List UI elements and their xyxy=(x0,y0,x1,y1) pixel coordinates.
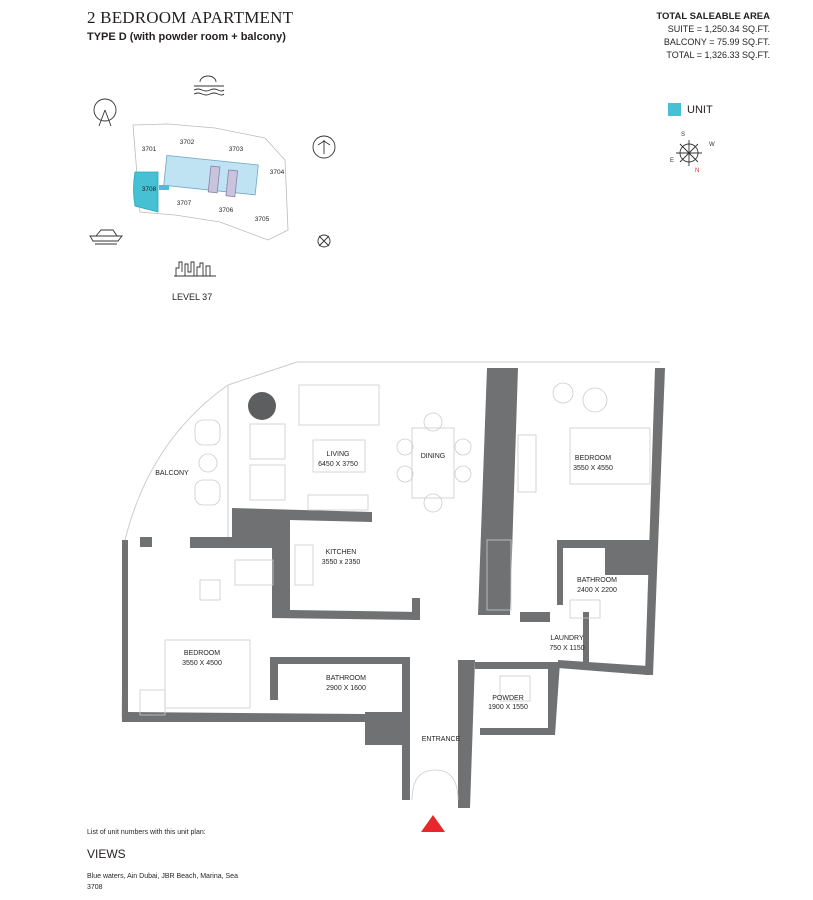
room-bathroom-2-dim: 2400 X 2200 xyxy=(577,587,617,594)
compass-rose-icon xyxy=(676,140,702,166)
yacht-icon xyxy=(89,229,123,245)
room-bedroom-2: BEDROOM xyxy=(575,455,611,462)
room-living-dim: 6450 X 3750 xyxy=(318,461,358,468)
saleable-area: TOTAL SALEABLE AREA SUITE = 1,250.34 SQ.… xyxy=(656,10,770,62)
ferris-wheel-icon xyxy=(93,98,117,127)
compass-n: S xyxy=(681,132,685,138)
glazing xyxy=(121,361,660,719)
compass-e: W xyxy=(709,142,715,148)
unit-3708-highlight xyxy=(133,171,159,213)
room-dining: DINING xyxy=(421,453,446,460)
level-label: LEVEL 37 xyxy=(172,292,213,302)
room-living: LIVING xyxy=(327,451,350,458)
unit-numbers: 3708 xyxy=(87,884,103,891)
key-plan xyxy=(132,123,289,241)
compass-w: E xyxy=(670,158,674,164)
room-kitchen: KITCHEN xyxy=(326,549,357,556)
unit-3701: 3701 xyxy=(142,146,157,153)
room-powder-dim: 1900 X 1550 xyxy=(488,704,528,711)
room-entrance: ENTRANCE xyxy=(422,736,461,743)
room-laundry-dim: 750 X 1150 xyxy=(549,645,584,652)
views-heading: VIEWS xyxy=(87,847,126,861)
room-bedroom-2-dim: 3550 X 4550 xyxy=(573,465,613,472)
area-heading: TOTAL SALEABLE AREA xyxy=(656,11,770,22)
skyline-icon xyxy=(174,261,216,277)
unit-3704: 3704 xyxy=(270,169,285,176)
room-kitchen-dim: 3550 x 2350 xyxy=(322,559,361,566)
room-bedroom-1: BEDROOM xyxy=(184,650,220,657)
page-subtitle: TYPE D (with powder room + balcony) xyxy=(87,31,286,43)
entrance-marker-icon xyxy=(421,815,445,832)
compass-s: N xyxy=(695,168,699,174)
unit-swatch xyxy=(668,103,681,116)
unit-3707: 3707 xyxy=(177,200,192,207)
views-text: Blue waters, Ain Dubai, JBR Beach, Marin… xyxy=(87,873,238,880)
compass-small-icon xyxy=(317,234,331,248)
unit-3708: 3708 xyxy=(142,186,157,193)
floor-plan xyxy=(121,361,665,808)
room-balcony: BALCONY xyxy=(155,470,189,477)
views-list: Blue waters, Ain Dubai, JBR Beach, Marin… xyxy=(87,871,238,893)
room-bedroom-1-dim: 3550 X 4500 xyxy=(182,660,222,667)
room-powder: POWDER xyxy=(492,695,524,702)
legend-label: UNIT xyxy=(687,103,713,116)
unit-3702: 3702 xyxy=(180,139,195,146)
page-title: 2 BEDROOM APARTMENT xyxy=(87,8,294,27)
sunset-sea-icon xyxy=(193,75,225,96)
walls xyxy=(122,368,665,808)
unit-3706: 3706 xyxy=(219,207,234,214)
room-laundry: LAUNDRY xyxy=(550,635,584,642)
room-bathroom-1-dim: 2900 X 1600 xyxy=(326,685,366,692)
area-suite: SUITE = 1,250.34 SQ.FT. xyxy=(667,24,770,34)
unit-list-note: List of unit numbers with this unit plan… xyxy=(87,829,206,836)
unit-3705: 3705 xyxy=(255,216,270,223)
room-bathroom-2: BATHROOM xyxy=(577,577,617,584)
area-total: TOTAL = 1,326.33 SQ.FT. xyxy=(666,50,770,60)
legend: UNIT xyxy=(668,103,713,116)
furniture xyxy=(139,382,651,801)
column xyxy=(248,392,276,420)
unit-3703: 3703 xyxy=(229,146,244,153)
room-bathroom-1: BATHROOM xyxy=(326,675,366,682)
area-balcony: BALCONY = 75.99 SQ.FT. xyxy=(663,37,770,47)
palm-island-icon xyxy=(312,135,336,159)
